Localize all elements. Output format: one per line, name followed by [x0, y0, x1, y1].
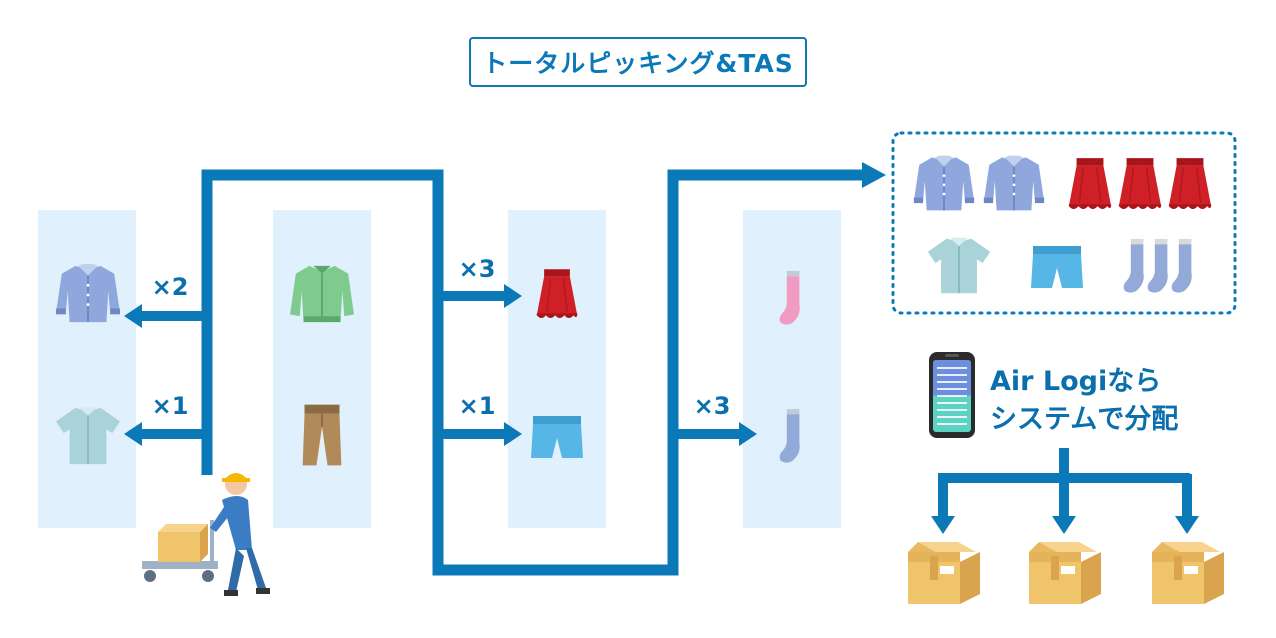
cardboard-box-icon [908, 542, 980, 604]
sorted-items [912, 154, 1212, 295]
caption-line-1: Air Logiなら [990, 366, 1162, 397]
worker-with-cart-icon [142, 473, 270, 596]
sorted-items-box [891, 131, 1237, 315]
shirt-icon [982, 154, 1046, 212]
sweater-icon [289, 264, 355, 324]
multiplier-tshirt: ×1 [151, 392, 189, 420]
branch-arrows [140, 291, 740, 439]
branch-arrowheads [124, 284, 757, 446]
cardboard-box-icon [1029, 542, 1101, 604]
smartphone-icon [929, 352, 975, 438]
tshirt-icon [926, 236, 992, 295]
skirt-icon [1168, 157, 1212, 210]
shelf-3 [508, 210, 606, 528]
diagram-title: トータルピッキング&TAS [469, 37, 807, 87]
skirt-icon [1068, 157, 1112, 210]
shirt-icon [55, 262, 121, 324]
multiplier-shorts: ×1 [458, 392, 496, 420]
shelf-4 [743, 210, 841, 528]
multiplier-socks: ×3 [693, 392, 731, 420]
caption-line-2: システムで分配 [990, 404, 1179, 435]
cardboard-box-icon [1152, 542, 1224, 604]
shelf-2 [273, 210, 371, 528]
multiplier-skirt: ×3 [458, 255, 496, 283]
sock-icon [1123, 239, 1192, 293]
picking-route [201, 169, 862, 576]
skirt-icon [1118, 157, 1162, 210]
shirt-icon [912, 154, 976, 212]
system-caption: Air Logiなら システムで分配 [990, 363, 1178, 439]
route-arrowhead [862, 162, 886, 188]
distribution-arrows [931, 448, 1199, 534]
multiplier-shirt: ×2 [151, 273, 189, 301]
shorts-icon [1031, 246, 1083, 288]
shelf-1 [38, 210, 136, 528]
